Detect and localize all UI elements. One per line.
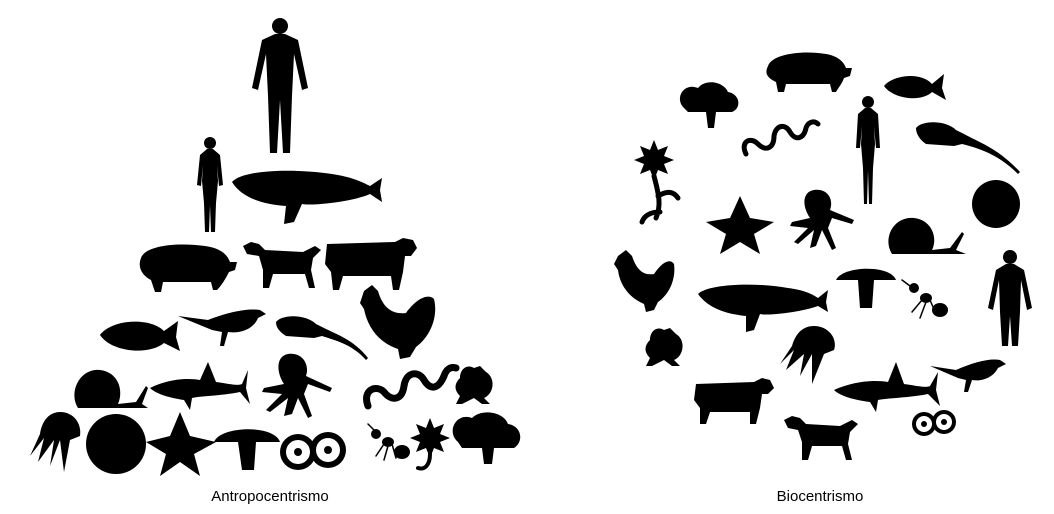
mouse-icon	[916, 122, 1020, 174]
mouse-icon	[276, 316, 368, 360]
flower-icon	[634, 140, 678, 222]
snail-icon	[74, 370, 148, 408]
cow-icon	[325, 238, 417, 290]
tree-icon	[453, 412, 521, 464]
frog-icon	[456, 366, 493, 404]
octopus-icon	[790, 190, 854, 250]
circle-illustration	[590, 0, 1054, 514]
pyramid-illustration	[0, 0, 540, 514]
biocentrism-panel: Biocentrismo	[590, 0, 1054, 514]
chicken-icon	[614, 250, 674, 312]
caption-biocentrismo: Biocentrismo	[730, 488, 910, 505]
caption-antropocentrismo: Antropocentrismo	[160, 488, 380, 505]
man-icon	[988, 250, 1032, 346]
pig-icon	[140, 245, 237, 293]
ant-icon	[902, 280, 948, 318]
frog-icon	[646, 328, 683, 366]
coral-icon	[972, 180, 1020, 228]
starfish-icon	[146, 412, 216, 476]
snail-icon	[888, 218, 966, 254]
cow-icon	[694, 378, 774, 424]
snake-icon	[367, 367, 456, 406]
shark-icon	[150, 362, 250, 410]
chicken-icon	[360, 285, 435, 359]
fish-icon	[100, 321, 180, 351]
fish-icon	[884, 74, 946, 100]
mushroom-icon	[214, 429, 280, 470]
coral-icon	[86, 414, 146, 474]
whale-icon	[698, 285, 828, 332]
snake-icon	[744, 122, 818, 154]
whale-icon	[232, 171, 382, 224]
octopus-icon	[262, 354, 332, 418]
woman-icon	[197, 137, 223, 232]
bird-icon	[178, 309, 266, 346]
mushroom-icon	[836, 269, 896, 308]
cell-icon	[280, 432, 346, 470]
dog-icon	[784, 416, 858, 460]
woman-icon	[856, 96, 880, 204]
cell-icon	[912, 410, 956, 436]
shark-icon	[834, 362, 940, 412]
jellyfish-icon	[780, 326, 835, 384]
dog-icon	[243, 242, 321, 288]
jellyfish-icon	[30, 412, 80, 472]
anthropocentrism-panel: Antropocentrismo	[0, 0, 540, 514]
tree-icon	[680, 82, 738, 128]
starfish-icon	[706, 196, 774, 254]
ant-icon	[368, 424, 410, 460]
man-icon	[252, 18, 308, 153]
flower-icon	[410, 418, 450, 468]
pig-icon	[766, 53, 852, 93]
bird-icon	[930, 359, 1006, 392]
